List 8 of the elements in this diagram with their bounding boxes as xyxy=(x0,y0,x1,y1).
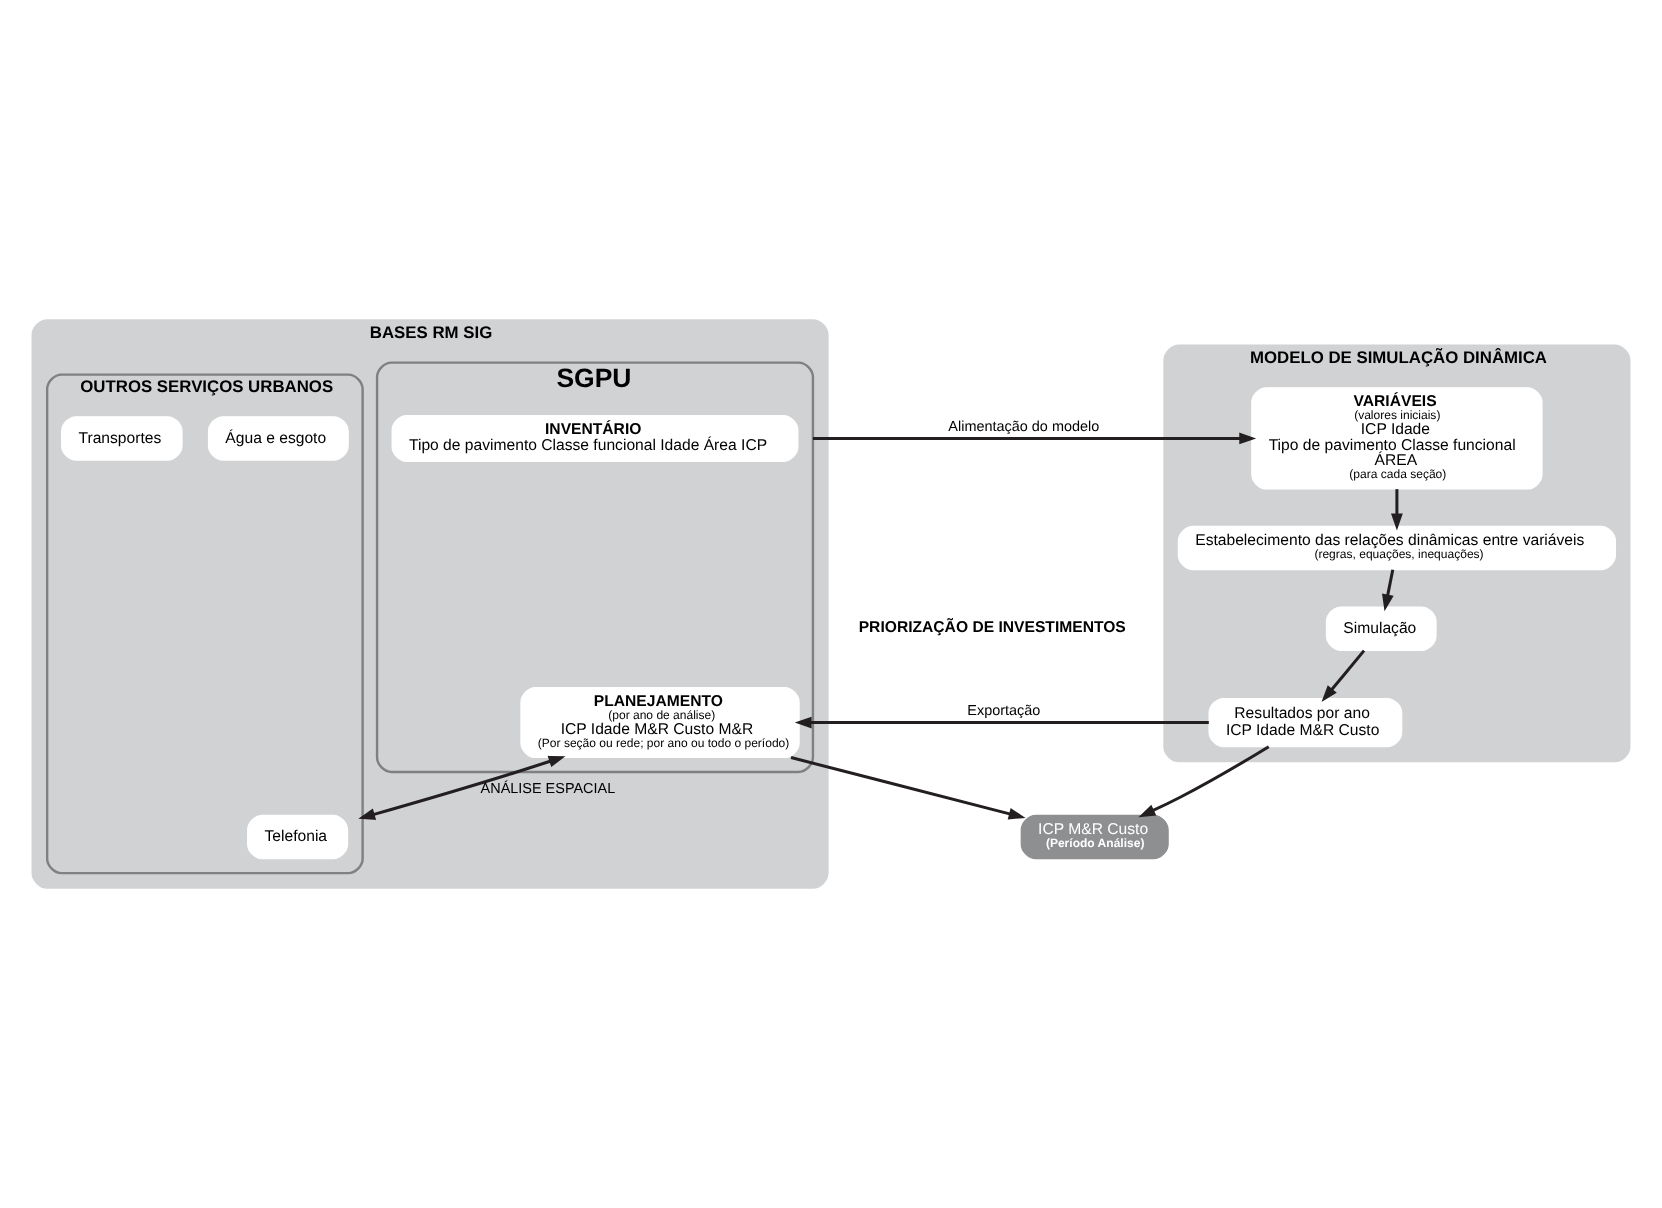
arrow xyxy=(1382,569,1395,612)
arrow xyxy=(794,716,1209,729)
arrow xyxy=(1321,649,1366,702)
arrow xyxy=(1391,489,1403,531)
arrow xyxy=(790,756,1026,820)
arrow xyxy=(358,755,566,820)
arrow xyxy=(812,432,1257,445)
arrow xyxy=(1138,745,1270,818)
